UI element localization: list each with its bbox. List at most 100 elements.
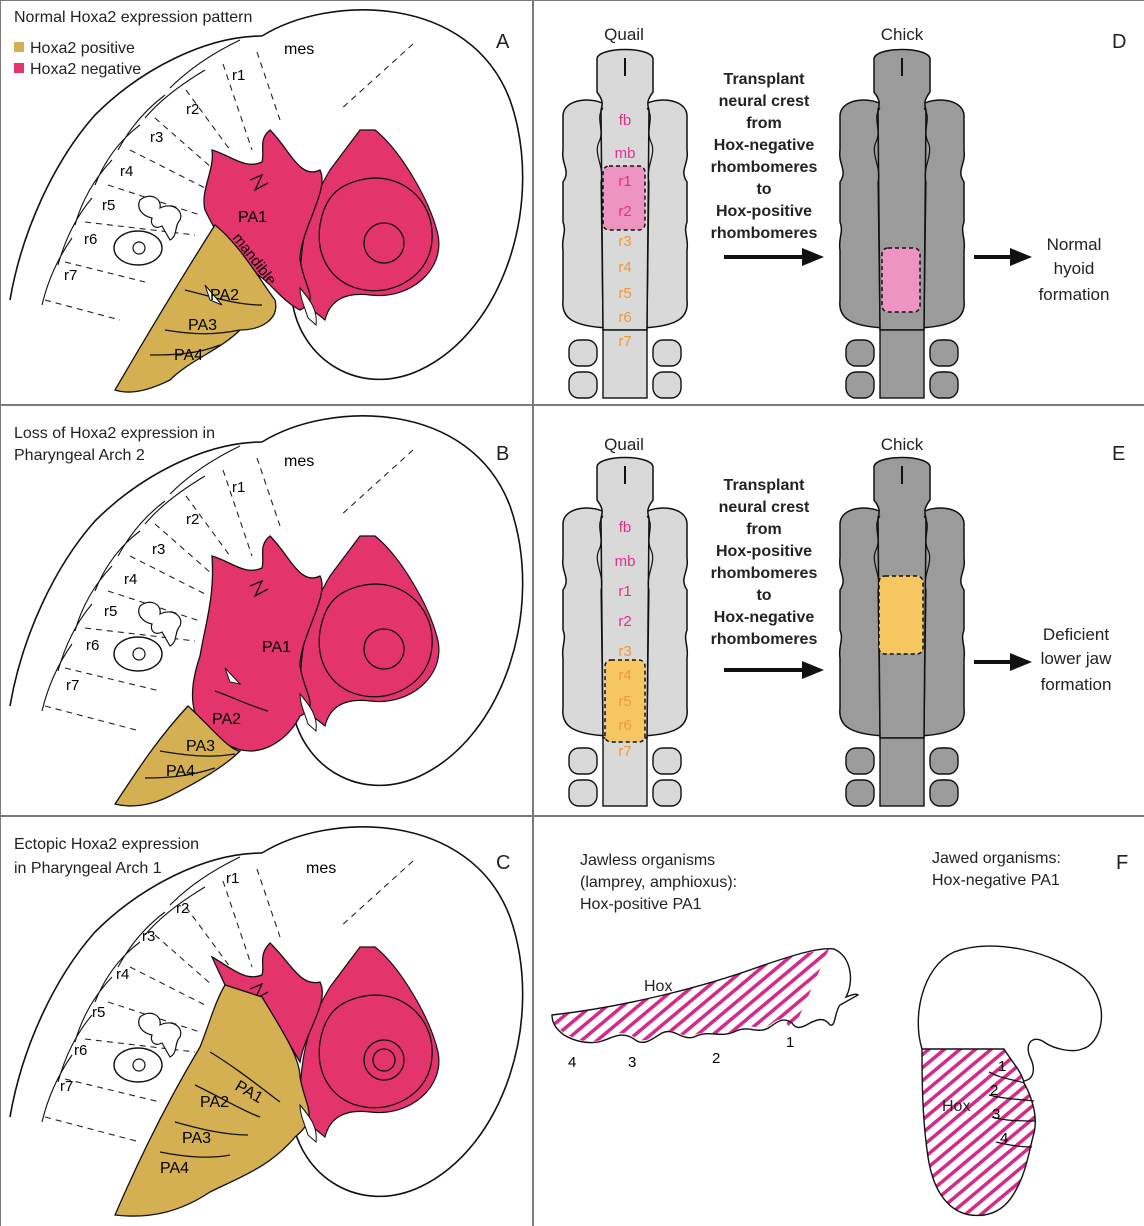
chick-graft-region (882, 248, 920, 312)
segment-r7: r7 (618, 743, 631, 760)
result-text: Deficient lower jaw formation (1041, 625, 1113, 694)
transplant-line: Hox-negative (714, 609, 815, 626)
panel-f: F Jawless organisms (lamprey, amphioxus)… (534, 817, 1144, 1226)
segment-r2: r2 (618, 203, 631, 220)
chick-label: Chick (881, 25, 924, 44)
panel-b-title-1: Loss of Hoxa2 expression in (14, 425, 215, 442)
jawed-num-2: 2 (990, 1082, 998, 1099)
transplant-text: Transplant neural crest from Hox-negativ… (711, 71, 818, 242)
jawed-num-1: 1 (998, 1058, 1006, 1075)
result-line: formation (1041, 675, 1112, 694)
quail-label: Quail (604, 435, 644, 454)
label-pa2: PA2 (212, 711, 241, 728)
segment-r7: r7 (618, 333, 631, 350)
segment-r1: r1 (618, 173, 631, 190)
label-pa3: PA3 (188, 317, 217, 334)
label-pa4: PA4 (166, 763, 195, 780)
jawed-hox-label: Hox (942, 1098, 970, 1115)
arrow-result (974, 653, 1032, 671)
segment-fb: fb (619, 112, 632, 129)
label-r5: r5 (92, 1004, 105, 1021)
segment-r5: r5 (618, 693, 631, 710)
label-r3: r3 (152, 541, 165, 558)
jawless-heading: Jawless organisms (lamprey, amphioxus): … (580, 852, 737, 913)
transplant-line: rhombomeres (711, 631, 818, 648)
panel-e: E Quail Chick fb mb r1 r2 r3 r4 r5 r6 r7… (534, 406, 1144, 815)
result-line: lower jaw (1041, 649, 1113, 668)
jawless-line: (lamprey, amphioxus): (580, 874, 737, 891)
label-r5: r5 (102, 197, 115, 214)
label-mes: mes (306, 860, 336, 877)
label-r5: r5 (104, 603, 117, 620)
panel-d-letter: D (1112, 31, 1126, 53)
label-r1: r1 (232, 67, 245, 84)
label-r2: r2 (186, 511, 199, 528)
panel-c: Ectopic Hoxa2 expression in Pharyngeal A… (0, 817, 532, 1226)
jawed-line: Jawed organisms: (932, 850, 1061, 867)
chick-neural-tube (840, 50, 965, 399)
segment-r4: r4 (618, 667, 631, 684)
segment-mb: mb (615, 553, 636, 570)
label-r6: r6 (74, 1042, 87, 1059)
legend-negative-swatch (14, 63, 24, 73)
segment-mb: mb (615, 145, 636, 162)
segment-r2: r2 (618, 613, 631, 630)
legend-negative-label: Hoxa2 negative (30, 61, 141, 78)
arrow-transplant (724, 661, 824, 679)
legend-positive-swatch (14, 42, 24, 52)
panel-f-letter: F (1116, 852, 1128, 874)
jawless-num-4: 4 (568, 1054, 576, 1071)
panel-a-title: Normal Hoxa2 expression pattern (14, 9, 252, 26)
label-r4: r4 (120, 163, 133, 180)
transplant-line: Transplant (724, 477, 806, 494)
result-text: Normal hyoid formation (1039, 235, 1110, 304)
transplant-line: from (746, 115, 782, 132)
segment-r6: r6 (618, 717, 631, 734)
label-r1: r1 (226, 870, 239, 887)
jawless-hox-label: Hox (644, 978, 672, 995)
panel-c-title-1: Ectopic Hoxa2 expression (14, 836, 199, 853)
legend-positive-label: Hoxa2 positive (30, 40, 135, 57)
label-pa2: PA2 (210, 287, 239, 304)
transplant-line: from (746, 521, 782, 538)
panel-b-letter: B (496, 443, 509, 465)
jawless-num-2: 2 (712, 1050, 720, 1067)
jawless-line: Jawless organisms (580, 852, 715, 869)
label-r3: r3 (150, 129, 163, 146)
panel-c-letter: C (496, 852, 510, 874)
label-pa1: PA1 (262, 639, 291, 656)
panel-b: Loss of Hoxa2 expression in Pharyngeal A… (0, 406, 532, 815)
transplant-text: Transplant neural crest from Hox-positiv… (711, 477, 818, 648)
jawed-hox-region (922, 1049, 1035, 1215)
segment-r1: r1 (618, 583, 631, 600)
label-pa2: PA2 (200, 1094, 229, 1111)
transplant-line: Hox-positive (716, 203, 812, 220)
jawless-hox-region (552, 949, 829, 1041)
jawless-num-3: 3 (628, 1054, 636, 1071)
transplant-line: neural crest (719, 499, 810, 516)
label-r4: r4 (124, 571, 137, 588)
label-pa4: PA4 (174, 347, 203, 364)
arrow-result (974, 248, 1032, 266)
label-r1: r1 (232, 479, 245, 496)
label-r6: r6 (86, 637, 99, 654)
arrow-transplant (724, 248, 824, 266)
panel-b-title-2: Pharyngeal Arch 2 (14, 447, 145, 464)
transplant-line: to (756, 587, 771, 604)
label-mes: mes (284, 41, 314, 58)
chick-graft-region (879, 576, 923, 654)
label-r3: r3 (142, 928, 155, 945)
panel-a: Normal Hoxa2 expression pattern Hoxa2 po… (0, 0, 532, 404)
segment-r3: r3 (618, 643, 631, 660)
label-mes: mes (284, 453, 314, 470)
result-line: formation (1039, 285, 1110, 304)
transplant-line: to (756, 181, 771, 198)
panel-a-letter: A (496, 31, 510, 53)
label-r4: r4 (116, 966, 129, 983)
label-r7: r7 (66, 677, 79, 694)
transplant-line: rhombomeres (711, 225, 818, 242)
jawed-heading: Jawed organisms: Hox-negative PA1 (932, 850, 1061, 889)
label-r7: r7 (60, 1078, 73, 1095)
transplant-line: Hox-positive (716, 543, 812, 560)
